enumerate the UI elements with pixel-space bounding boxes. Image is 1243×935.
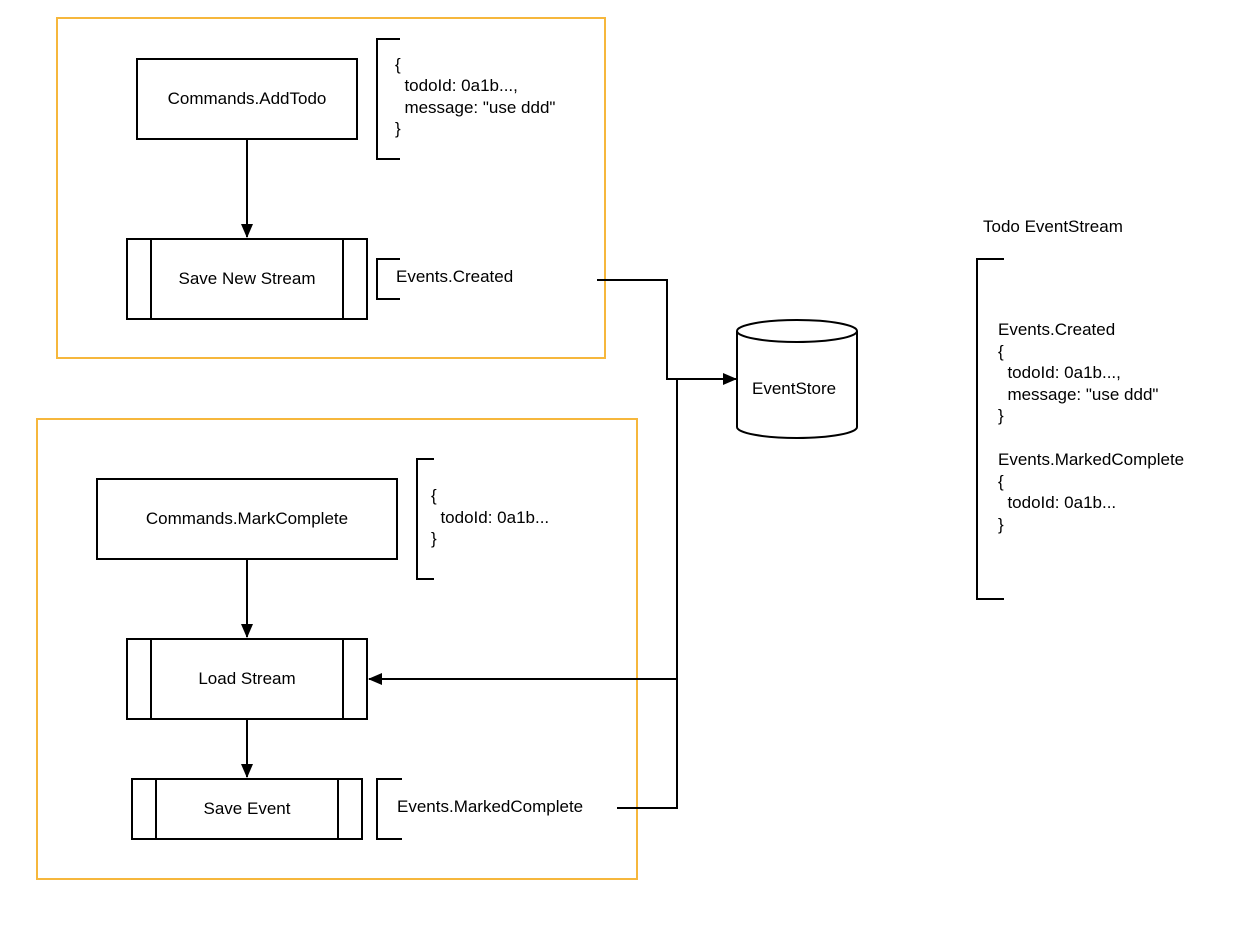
save-event-label: Save Event (203, 799, 291, 818)
markedcomplete-event-bracket (376, 778, 402, 840)
stream-entry: todoId: 0a1b... (998, 493, 1117, 512)
addtodo-payload-line: } (395, 119, 401, 138)
addtodo-payload-line: message: "use ddd" (395, 98, 556, 117)
commands-addtodo-box[interactable]: Commands.AddTodo (136, 58, 358, 140)
stream-entry: Events.MarkedComplete (998, 450, 1185, 469)
addtodo-payload-line: { (395, 55, 401, 74)
load-stream-box[interactable]: Load Stream (126, 638, 368, 720)
created-event-bracket (376, 258, 400, 300)
mark-complete-group-frame (36, 418, 638, 880)
save-event-box[interactable]: Save Event (131, 778, 363, 840)
eventstore-cylinder (736, 319, 858, 439)
connector-created-to-eventstore (597, 279, 737, 385)
connector-eventstore-to-load (368, 378, 678, 685)
commands-markcomplete-box[interactable]: Commands.MarkComplete (96, 478, 398, 560)
load-stream-label: Load Stream (198, 669, 296, 688)
stream-entry: message: "use ddd" (998, 385, 1159, 404)
stream-entry: { (998, 472, 1004, 491)
connector-markedcomplete-to-eventstore (617, 679, 678, 809)
markcomplete-payload-line: todoId: 0a1b... (431, 508, 550, 527)
markedcomplete-event-label: Events.MarkedComplete (397, 797, 584, 816)
created-event-label: Events.Created (396, 267, 514, 286)
stream-entry: } (998, 406, 1004, 425)
markcomplete-payload-line: { (431, 486, 437, 505)
commands-addtodo-label: Commands.AddTodo (167, 89, 327, 108)
add-todo-group-frame (56, 17, 606, 359)
stream-title: Todo EventStream (983, 217, 1123, 236)
markcomplete-payload-bracket (416, 458, 434, 580)
addtodo-payload-line: todoId: 0a1b..., (395, 76, 518, 95)
save-new-stream-box[interactable]: Save New Stream (126, 238, 368, 320)
stream-entry: } (998, 515, 1004, 534)
stream-entry: Events.Created (998, 320, 1116, 339)
save-new-stream-label: Save New Stream (178, 269, 316, 288)
addtodo-payload-bracket (376, 38, 400, 160)
eventstore-label: EventStore (752, 379, 837, 398)
commands-markcomplete-label: Commands.MarkComplete (145, 509, 349, 528)
markcomplete-payload-line: } (431, 529, 437, 548)
stream-entry: { (998, 342, 1004, 361)
stream-entry: todoId: 0a1b..., (998, 363, 1121, 382)
stream-bracket (976, 258, 1004, 600)
